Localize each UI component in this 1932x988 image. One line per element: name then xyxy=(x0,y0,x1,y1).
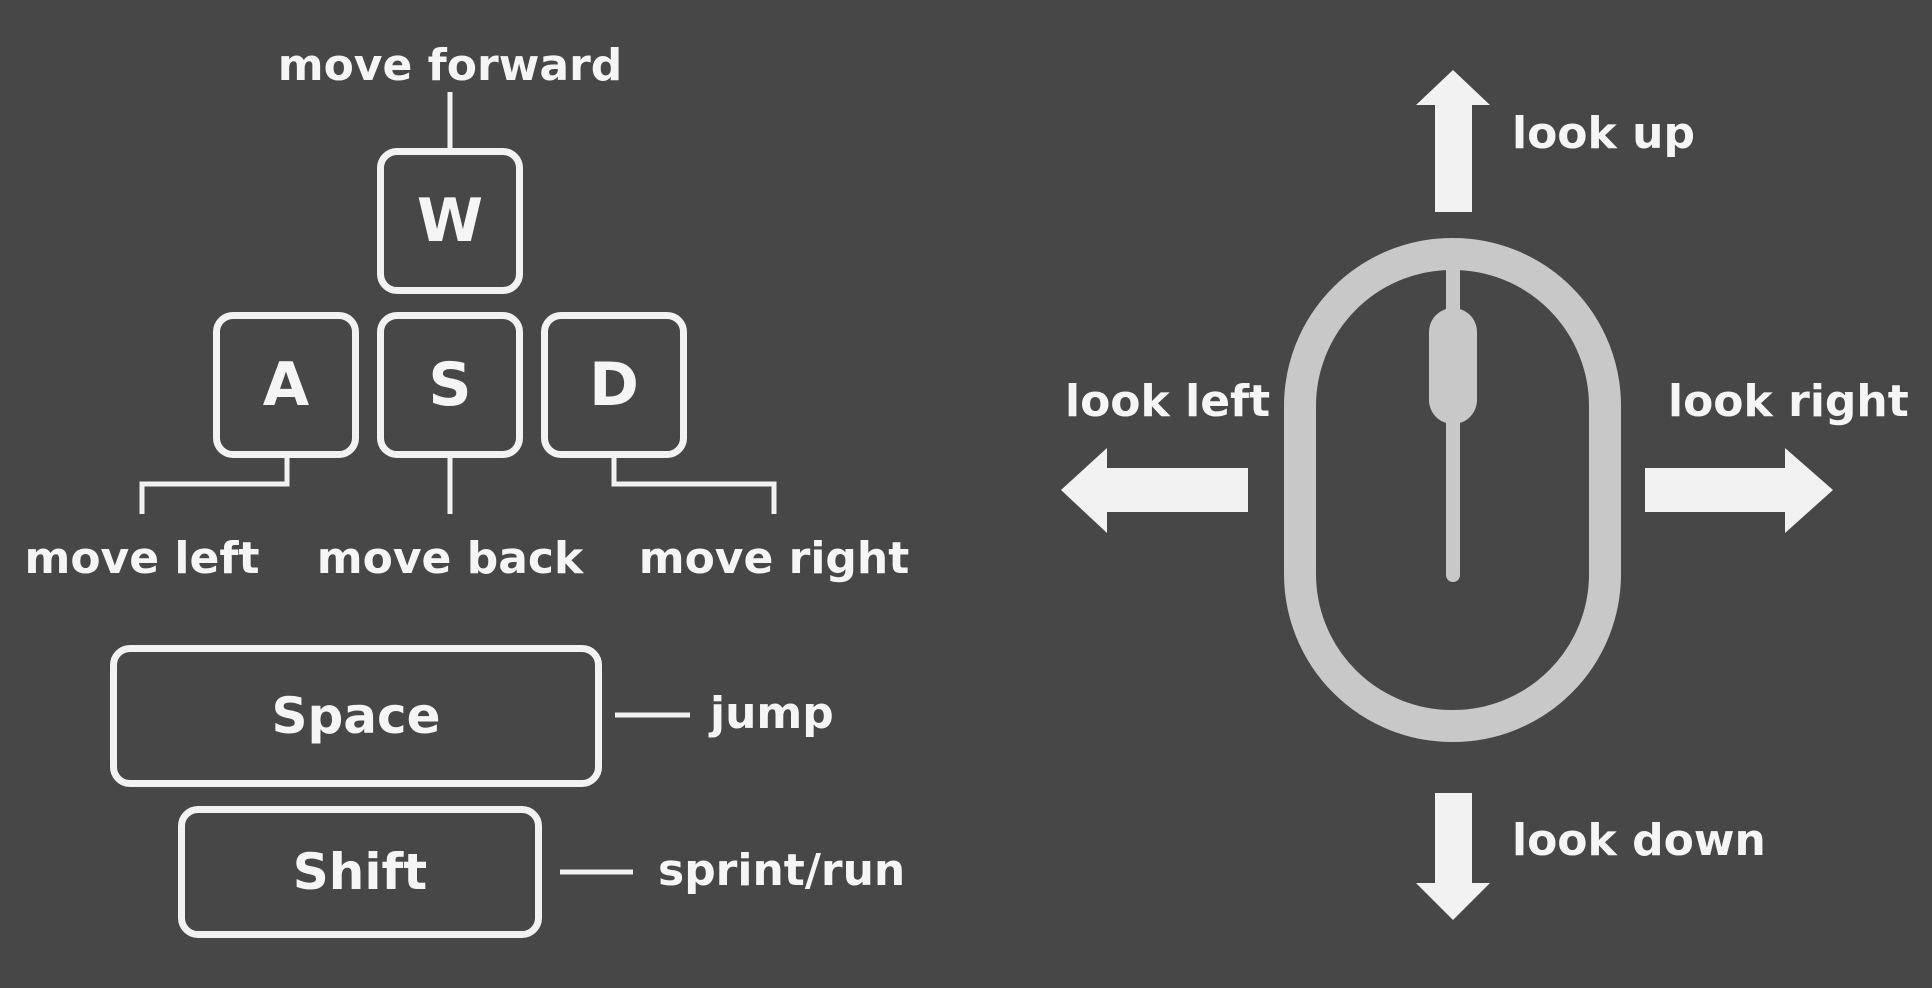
arrow-left-icon xyxy=(1061,448,1248,533)
move-back-label: move back xyxy=(316,533,584,584)
mouse-scroll-wheel xyxy=(1429,308,1477,424)
a-key: A xyxy=(213,312,359,458)
space-key: Space xyxy=(110,645,602,787)
sprint-run-label: sprint/run xyxy=(658,845,906,896)
d-key: D xyxy=(541,312,687,458)
move-right-label: move right xyxy=(638,533,910,584)
look-down-label: look down xyxy=(1512,815,1766,866)
move-forward-label: move forward xyxy=(277,40,623,91)
arrow-right-icon xyxy=(1645,448,1833,533)
move-left-label: move left xyxy=(24,533,260,584)
s-key: S xyxy=(377,312,523,458)
jump-label: jump xyxy=(710,688,834,739)
right-connector xyxy=(611,458,777,514)
arrow-up-icon xyxy=(1416,70,1490,212)
look-left-label: look left xyxy=(1065,376,1271,427)
w-key: W xyxy=(377,148,523,294)
left-connector xyxy=(139,458,290,514)
look-up-label: look up xyxy=(1512,108,1695,159)
mouse-icon xyxy=(1284,238,1621,742)
arrow-down-icon xyxy=(1416,793,1490,920)
shift-key: Shift xyxy=(178,806,542,938)
look-right-label: look right xyxy=(1668,376,1909,427)
